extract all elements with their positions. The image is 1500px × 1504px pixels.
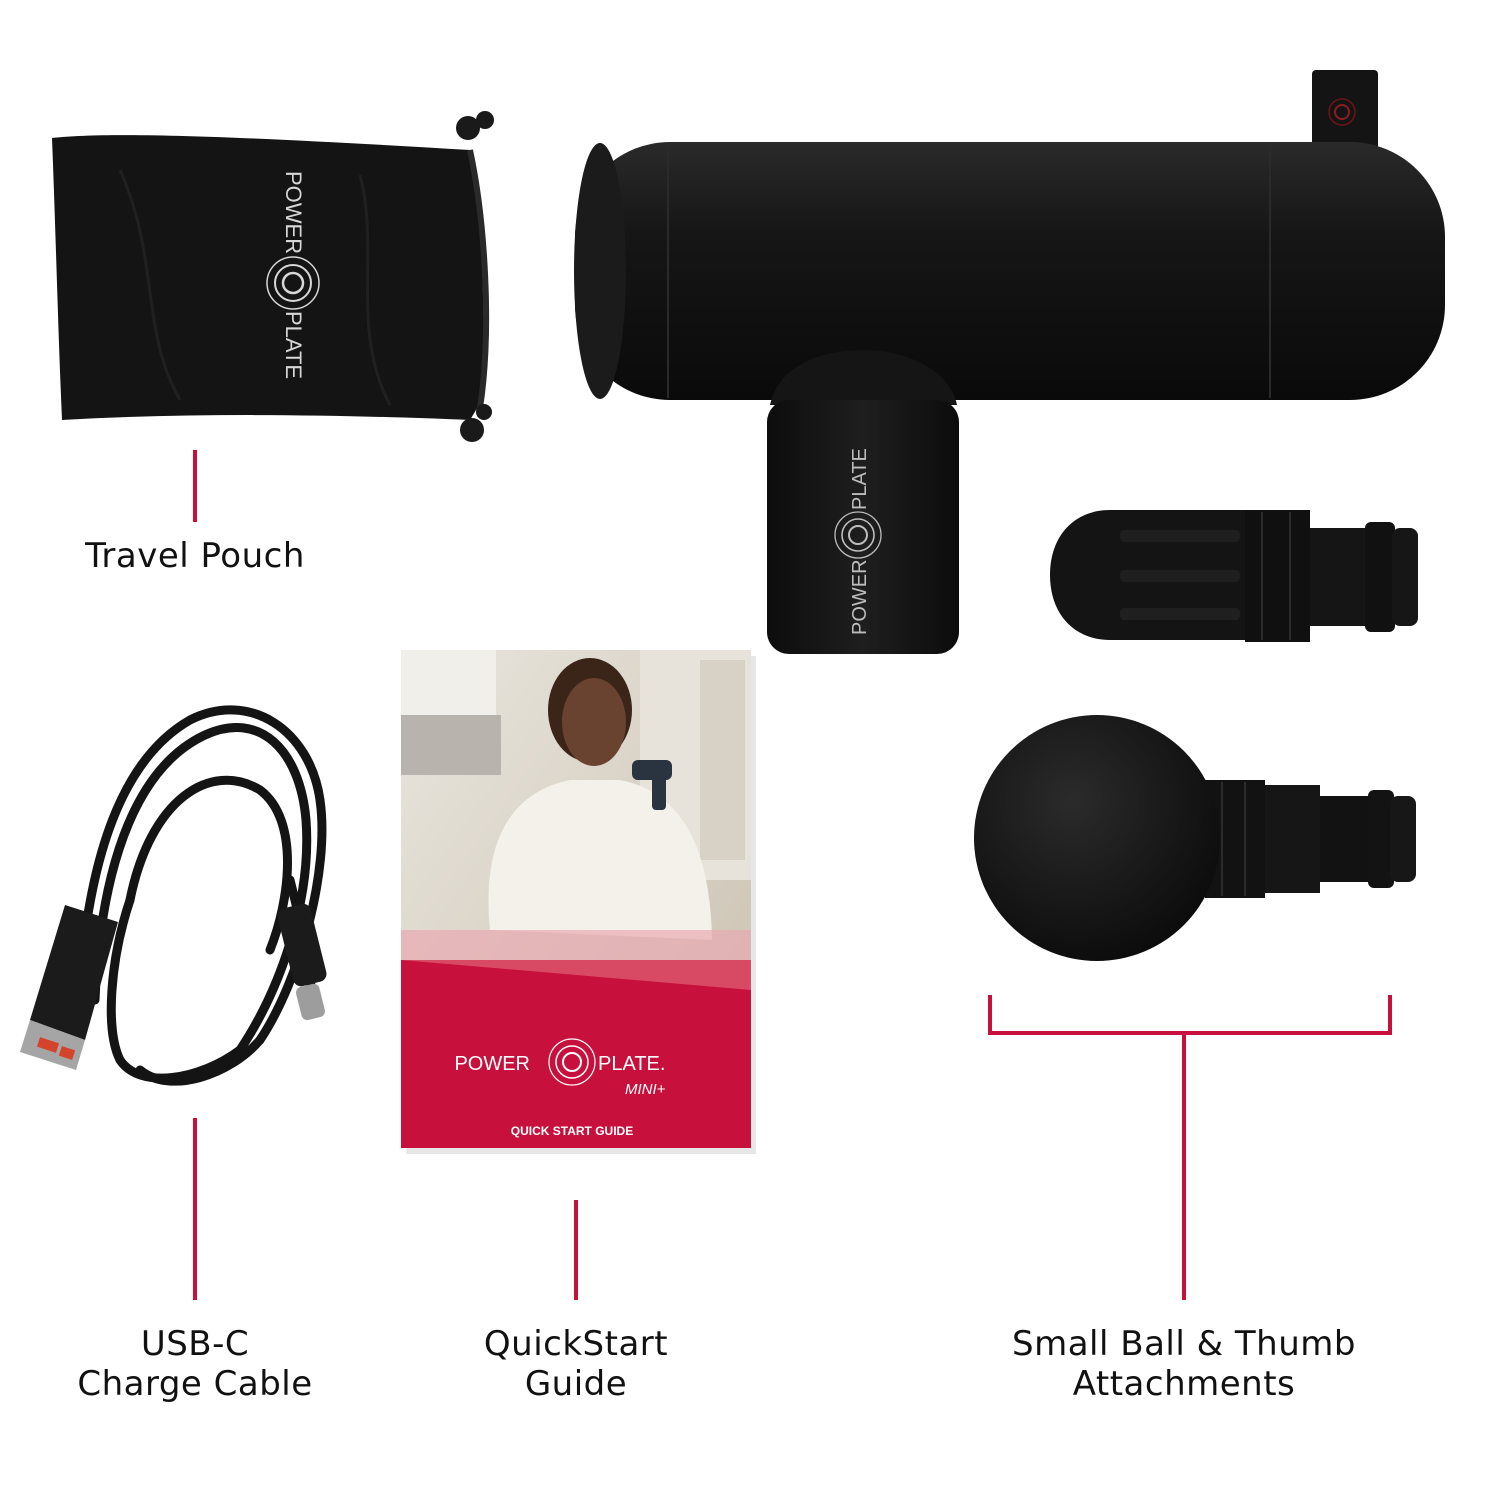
guide-cover-title: QUICK START GUIDE [511,1124,633,1138]
pouch-logo-left: POWER [281,171,306,254]
pouch-logo-right: PLATE [281,311,306,379]
guide-model-name: MINI+ [625,1081,666,1098]
gun-logo-right: PLATE [849,448,871,510]
thumb-attachment-icon [1050,510,1418,642]
power-plate-logo-icon: POWER PLATE [834,448,882,635]
travel-pouch: POWER PLATE [52,111,494,442]
ball-attachment-icon [974,715,1416,961]
guide-logo-left: POWER [454,1053,530,1075]
travel-pouch-label-line1: Travel Pouch [85,536,305,576]
quickstart-guide-label-line1: QuickStart [483,1324,669,1364]
charge-cable-label-line1: USB-C [140,1324,250,1364]
gun-logo-left: POWER [849,559,871,635]
attachments-bracket [988,995,1392,1300]
usb-c-cable-icon [75,705,327,1086]
massage-gun-icon: POWER PLATE [574,70,1445,654]
quickstart-guide-label: QuickStart Guide [426,1324,726,1404]
attachments-label-line1: Small Ball & Thumb [1012,1324,1356,1364]
quick-start-guide-icon: POWER PLATE. MINI+ QUICK START GUIDE [401,650,756,1154]
charge-cable-label: USB-C Charge Cable [45,1324,345,1404]
usb-a-plug [20,905,118,1070]
charge-cable-label-line2: Charge Cable [77,1364,313,1404]
attachments-label: Small Ball & Thumb Attachments [984,1324,1384,1404]
quickstart-guide-label-line2: Guide [524,1364,628,1404]
attachments-label-line2: Attachments [1072,1364,1296,1404]
travel-pouch-label: Travel Pouch [45,536,345,576]
guide-logo-right: PLATE. [598,1053,665,1075]
power-plate-logo-icon: POWER PLATE [266,171,320,379]
usb-c-plug [277,903,327,1021]
